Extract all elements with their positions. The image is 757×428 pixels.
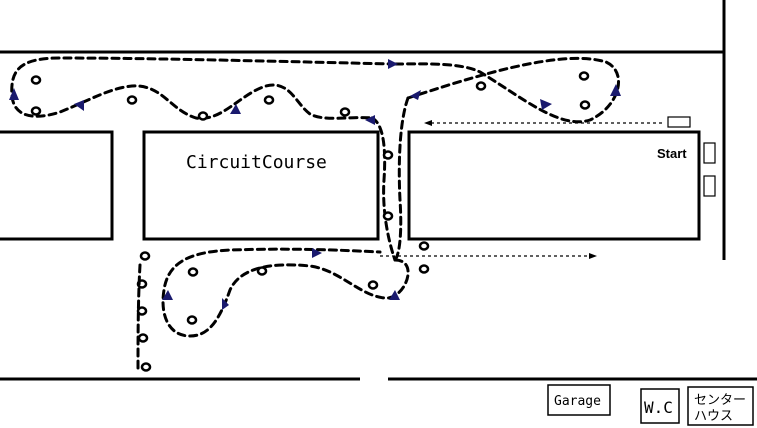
direction-arrow-icon — [610, 84, 621, 96]
cone-marker-icon — [30, 106, 42, 116]
start-side-marker-2 — [703, 175, 716, 197]
cone-marker-icon — [418, 241, 430, 251]
cone-marker-icon — [187, 267, 199, 277]
direction-arrow-icon — [230, 104, 241, 114]
guide-arrowheads — [424, 120, 597, 259]
wc-outline — [640, 388, 680, 424]
lower-guide-arrowhead-icon — [589, 253, 597, 259]
center-house-box: センター ハウス — [687, 386, 754, 426]
left-block — [0, 130, 114, 241]
center-block — [142, 130, 380, 241]
cone-marker-icon — [186, 315, 198, 325]
cone-marker-icon — [418, 264, 430, 274]
garage-box: Garage — [547, 384, 611, 416]
building-blocks — [0, 130, 701, 241]
cone-marker-icon — [579, 100, 591, 110]
route-top-right-figure8 — [393, 56, 621, 124]
right-block — [407, 130, 701, 241]
direction-arrow-icon — [410, 90, 421, 100]
cone-marker-icon — [475, 81, 487, 91]
cone-marker-icon — [382, 150, 394, 160]
start-label: Start — [657, 146, 687, 161]
cone-marker-icon — [136, 306, 148, 316]
route-left-column-line — [136, 263, 142, 370]
driving-route — [10, 56, 621, 338]
cone-marker-icon — [140, 362, 152, 372]
direction-arrow-icon — [74, 100, 84, 111]
cone-marker-icon — [382, 211, 394, 221]
cone-marker-icon — [126, 95, 138, 105]
direction-arrow-icon — [312, 248, 322, 258]
cone-marker-icon — [197, 111, 209, 121]
cone-markers — [30, 71, 591, 372]
garage-outline — [547, 384, 611, 416]
road-boundaries — [0, 0, 757, 381]
center-house-label-line2: ハウス — [694, 409, 733, 424]
wc-box: W.C — [640, 388, 680, 424]
start-side-marker-1 — [703, 142, 716, 164]
cone-marker-icon — [137, 333, 149, 343]
route-bottom-loops — [161, 247, 410, 338]
direction-arrow-icon — [9, 88, 19, 100]
route-top-run — [10, 56, 397, 120]
route-center-left-descent — [370, 116, 397, 262]
cone-marker-icon — [256, 266, 268, 276]
upper-guide-arrowhead-icon — [424, 120, 432, 126]
wc-label: W.C — [644, 398, 673, 417]
direction-arrow-icon — [222, 298, 229, 310]
cone-marker-icon — [367, 280, 379, 290]
cone-marker-icon — [339, 107, 351, 117]
start-gate-marker — [667, 116, 691, 128]
center-house-label-line1: センター — [694, 393, 746, 408]
direction-arrow-icon — [162, 290, 173, 300]
course-title: CircuitCourse — [186, 152, 327, 173]
cone-marker-icon — [263, 95, 275, 105]
start-markers — [667, 116, 716, 197]
direction-arrow-icon — [365, 115, 375, 125]
center-house-outline — [687, 386, 754, 426]
direction-arrow-icon — [540, 99, 552, 110]
garage-label: Garage — [554, 394, 601, 409]
cone-marker-icon — [139, 251, 151, 261]
route-center-descent — [393, 96, 410, 262]
direction-arrows — [9, 59, 621, 310]
guide-lines — [380, 122, 662, 257]
direction-arrow-icon — [388, 59, 398, 69]
cone-marker-icon — [578, 71, 590, 81]
cone-marker-icon — [30, 75, 42, 85]
direction-arrow-icon — [389, 290, 400, 300]
route-left-column — [136, 263, 142, 370]
